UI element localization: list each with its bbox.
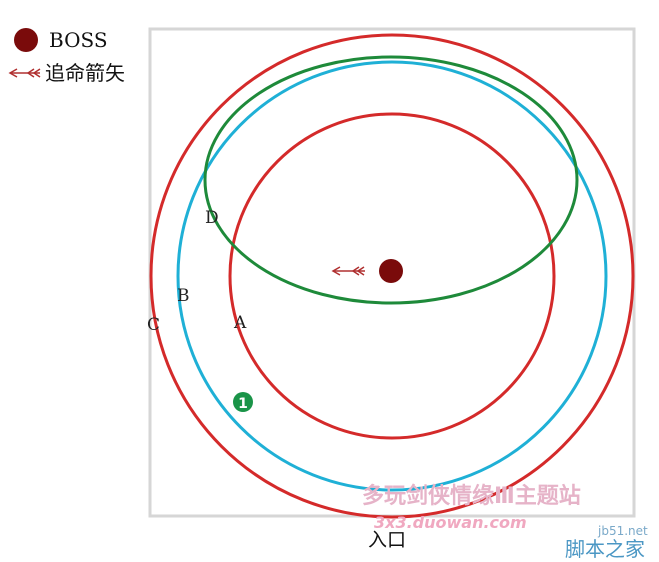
label-d: D [205,208,219,228]
outer-ring-c [149,33,635,519]
green-ellipse-d [203,55,579,305]
inner-ring-a [228,112,556,440]
label-a: A [233,313,247,333]
legend-arrow-label: 追命箭矢 [45,61,125,85]
position-marker-label: 1 [238,396,248,412]
label-c: C [147,315,160,335]
middle-ring-b [176,60,608,492]
watermark-corner-url: jb51.net [597,524,648,538]
watermark-site-name: 多玩剑侠情缘Ⅲ主题站 [362,483,581,509]
entrance-label: 入口 [368,529,406,551]
center-arrow-icon [331,266,365,276]
watermark-site-url: 3x3.duowan.com [374,513,527,532]
position-marker-icon [233,392,253,412]
legend-arrow-icon [8,68,41,78]
watermark-corner-name: 脚本之家 [565,537,645,561]
legend-boss-icon [14,28,38,52]
legend-boss-label: BOSS [49,28,108,52]
label-b: B [177,286,190,306]
boss-icon [379,259,403,283]
